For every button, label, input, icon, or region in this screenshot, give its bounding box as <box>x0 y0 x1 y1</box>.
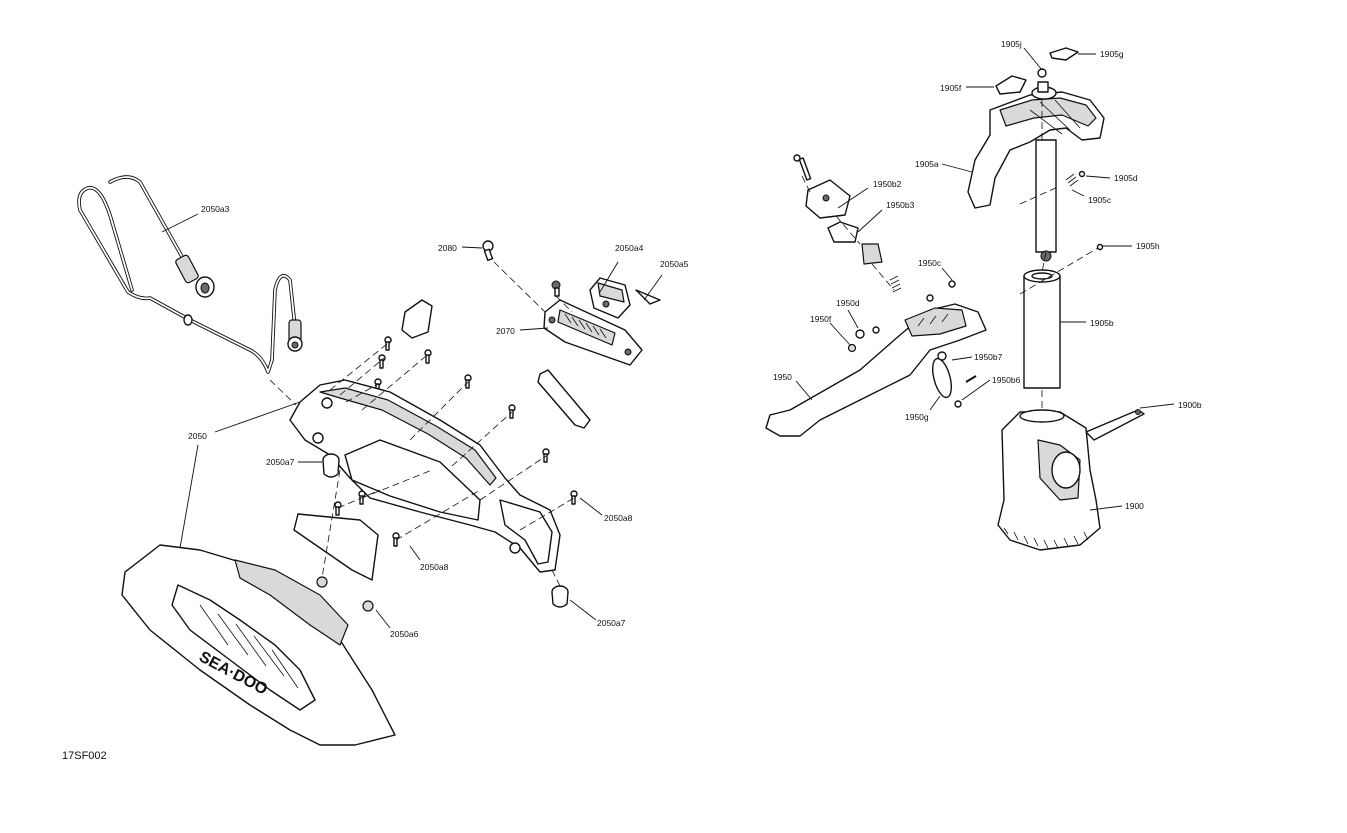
callout-2050a8-right: 2050a8 <box>604 513 633 523</box>
part-1900-steering-base <box>997 409 1101 551</box>
part-2050a6-nut <box>316 576 374 612</box>
part-pad-lower <box>293 513 379 581</box>
part-2050a7-cap-right <box>551 585 569 608</box>
callout-1905d: 1905d <box>1114 173 1138 183</box>
part-2050a3-cable <box>77 175 303 374</box>
callout-1950b3: 1950b3 <box>886 200 915 210</box>
part-1905d-ball <box>1078 170 1086 178</box>
callout-1950b2: 1950b2 <box>873 179 902 189</box>
callout-2050a6: 2050a6 <box>390 629 419 639</box>
part-1950b2-bracket <box>805 179 851 219</box>
callout-1950b7: 1950b7 <box>974 352 1003 362</box>
callout-1950g: 1950g <box>905 412 929 422</box>
callout-1950f: 1950f <box>810 314 832 324</box>
part-2050-handlebar-frame <box>289 379 561 573</box>
part-pad-long <box>537 369 591 429</box>
leaders-right <box>795 47 1175 511</box>
callout-1905c: 1905c <box>1088 195 1112 205</box>
callout-1950c: 1950c <box>918 258 942 268</box>
callout-1950b6: 1950b6 <box>992 375 1021 385</box>
part-2050a4-switch <box>589 277 631 319</box>
callout-1905a: 1905a <box>915 159 939 169</box>
callout-2050a4: 2050a4 <box>615 243 644 253</box>
callout-1905j: 1905j <box>1001 39 1022 49</box>
callout-labels: 2050a3 2080 2050a4 2050a5 2070 2050 2050… <box>188 39 1202 639</box>
part-1950c-screw <box>926 280 956 302</box>
part-2050a7-cap-left <box>322 453 340 478</box>
part-1950b7-pin <box>965 375 977 383</box>
part-1905g-pad <box>1049 47 1079 61</box>
callout-1905g: 1905g <box>1100 49 1124 59</box>
callout-2050a3: 2050a3 <box>201 204 230 214</box>
part-1950g-lanyard <box>931 351 953 399</box>
callout-1905b: 1905b <box>1090 318 1114 328</box>
callout-1905h: 1905h <box>1136 241 1160 251</box>
part-2080-screw <box>482 240 494 262</box>
part-1950f-nut <box>847 343 857 353</box>
part-1905f-pad <box>995 75 1027 95</box>
part-1950d-washer <box>855 326 880 339</box>
figure-reference: 17SF002 <box>62 750 107 762</box>
callout-1950d: 1950d <box>836 298 860 308</box>
callout-2070: 2070 <box>496 326 515 336</box>
part-1950b3-switch <box>827 221 883 265</box>
part-1950-lever <box>765 303 987 437</box>
part-2050-lower-cover: SEA·DOO <box>121 544 396 746</box>
leaders-left <box>161 213 663 629</box>
part-2070-switch-housing <box>543 299 643 366</box>
part-1950b6-nut <box>954 400 962 408</box>
callout-1900b: 1900b <box>1178 400 1202 410</box>
part-screw-small <box>551 280 561 297</box>
part-1905c-spring <box>1065 173 1079 187</box>
part-1905h-ball <box>1096 243 1104 251</box>
callout-2050a7-left: 2050a7 <box>266 457 295 467</box>
callout-2050a7-right: 2050a7 <box>597 618 626 628</box>
callout-2050: 2050 <box>188 431 207 441</box>
screws-group <box>334 336 578 547</box>
part-1905-steering-tube <box>1035 139 1057 262</box>
callout-2050a5: 2050a5 <box>660 259 689 269</box>
part-1905j-knob <box>1031 68 1057 100</box>
callout-1905f: 1905f <box>940 83 962 93</box>
callout-1900: 1900 <box>1125 501 1144 511</box>
part-1900b-bracket <box>1085 409 1145 441</box>
callout-2080: 2080 <box>438 243 457 253</box>
part-2050a5-gasket <box>635 289 661 305</box>
part-1950-spring <box>889 275 902 293</box>
part-pin-top <box>793 154 812 181</box>
callout-2050a8-lower: 2050a8 <box>420 562 449 572</box>
callout-1950: 1950 <box>773 372 792 382</box>
part-1905b-sleeve <box>1023 269 1061 389</box>
part-pad-upper <box>401 299 433 339</box>
